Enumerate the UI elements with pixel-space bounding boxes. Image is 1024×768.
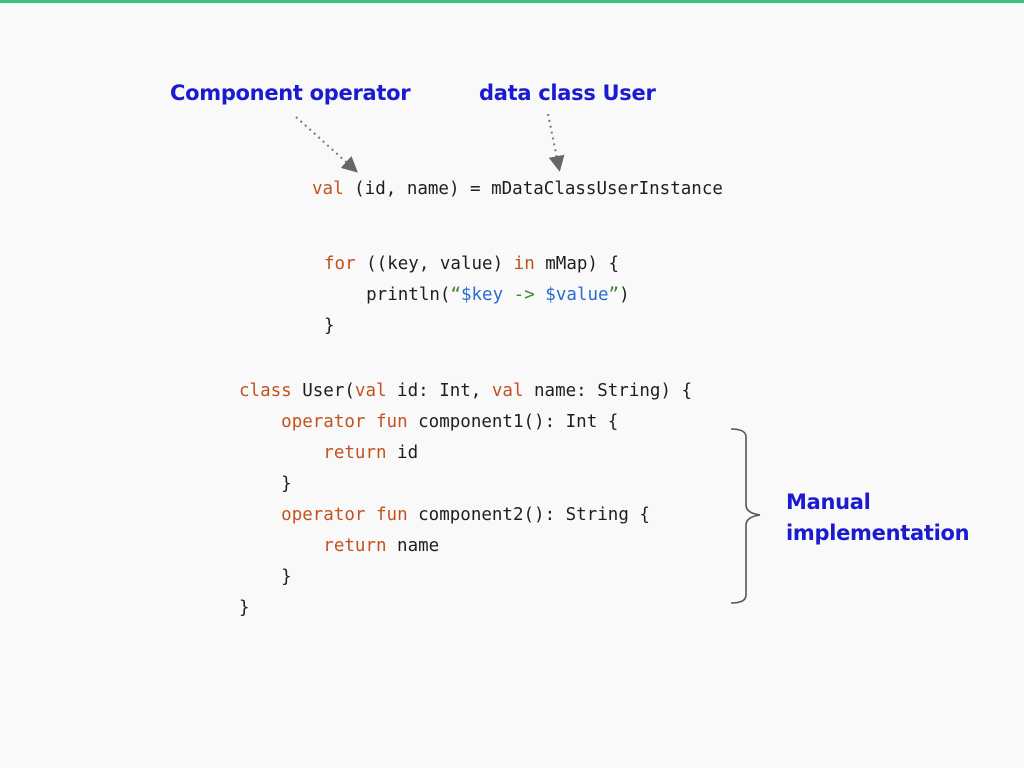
code-line: class User(val id: Int, val name: String… bbox=[239, 376, 692, 407]
keyword-fun: fun bbox=[376, 505, 408, 525]
code-text: id bbox=[386, 443, 419, 463]
code-text: mMap) { bbox=[534, 254, 620, 274]
keyword-val: val bbox=[312, 179, 344, 199]
code-text: User( bbox=[291, 381, 355, 401]
keyword-for: for bbox=[324, 254, 356, 274]
callout-manual-line2: implementation bbox=[786, 521, 970, 545]
space bbox=[365, 412, 376, 432]
indent bbox=[239, 412, 281, 432]
callout-component-operator: Component operator bbox=[170, 81, 411, 105]
keyword-return: return bbox=[323, 536, 387, 556]
code-line: operator fun component2(): String { bbox=[239, 500, 692, 531]
keyword-operator: operator bbox=[281, 505, 366, 525]
indent bbox=[239, 536, 323, 556]
callout-data-class-user: data class User bbox=[479, 81, 656, 105]
code-for-loop: for ((key, value) in mMap) { println(“$k… bbox=[324, 249, 630, 342]
manual-implementation-brace bbox=[730, 428, 761, 604]
code-text: println( bbox=[324, 285, 451, 305]
code-line: } bbox=[239, 567, 292, 587]
callout-manual-line1: Manual bbox=[786, 490, 871, 514]
template-key: $key bbox=[460, 285, 504, 305]
keyword-class: class bbox=[239, 381, 292, 401]
code-line: return name bbox=[239, 531, 692, 562]
code-text: id: Int, bbox=[386, 381, 492, 401]
code-line: } bbox=[239, 474, 292, 494]
code-destructure: val (id, name) = mDataClassUserInstance bbox=[312, 174, 723, 205]
code-text: name: String) { bbox=[523, 381, 693, 401]
code-text: name bbox=[386, 536, 440, 556]
keyword-operator: operator bbox=[281, 412, 366, 432]
code-line: operator fun component1(): Int { bbox=[239, 407, 692, 438]
keyword-val: val bbox=[491, 381, 524, 401]
indent bbox=[239, 443, 323, 463]
code-line: println(“$key -> $value”) bbox=[324, 280, 630, 311]
keyword-fun: fun bbox=[376, 412, 408, 432]
string-quote: “ bbox=[450, 285, 461, 305]
code-text: (id, name) = mDataClassUserInstance bbox=[343, 179, 723, 199]
code-line: return id bbox=[239, 438, 692, 469]
code-class-user: class User(val id: Int, val name: String… bbox=[239, 376, 692, 624]
arrow-component-operator bbox=[295, 116, 358, 173]
keyword-val: val bbox=[354, 381, 387, 401]
string-quote: ” bbox=[608, 285, 620, 305]
code-line: } bbox=[239, 598, 250, 618]
code-line: } bbox=[324, 316, 335, 336]
arrow-data-class-user bbox=[547, 113, 565, 172]
keyword-in: in bbox=[513, 254, 535, 274]
code-text: component2(): String { bbox=[407, 505, 650, 525]
indent bbox=[239, 505, 281, 525]
code-line: for ((key, value) in mMap) { bbox=[324, 249, 630, 280]
code-text: component1(): Int { bbox=[407, 412, 619, 432]
keyword-return: return bbox=[323, 443, 387, 463]
code-text: ((key, value) bbox=[355, 254, 514, 274]
callout-manual-implementation: Manual implementation bbox=[786, 487, 970, 549]
string-arrow: -> bbox=[503, 285, 546, 305]
top-accent-rule bbox=[0, 0, 1024, 3]
space bbox=[365, 505, 376, 525]
code-text: ) bbox=[619, 285, 630, 305]
template-value: $value bbox=[545, 285, 609, 305]
